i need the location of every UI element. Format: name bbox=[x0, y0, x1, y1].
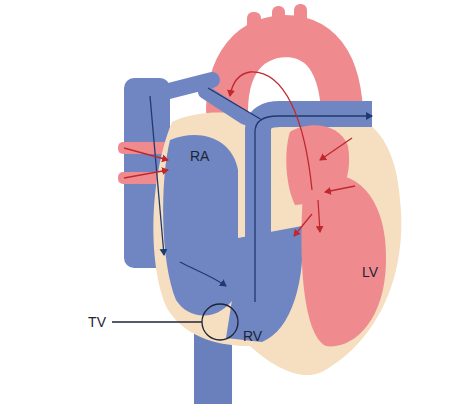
right-atrium bbox=[163, 135, 238, 316]
part-label: RV bbox=[243, 329, 262, 343]
flow-arrow bbox=[180, 262, 226, 286]
part-label: TV bbox=[88, 315, 106, 329]
flow-arrow bbox=[150, 96, 164, 255]
heart-wall bbox=[153, 112, 401, 375]
flow-arrow bbox=[230, 72, 312, 190]
part-label: LV bbox=[362, 265, 378, 279]
valve-highlight bbox=[202, 304, 238, 340]
part-label: RA bbox=[190, 149, 209, 163]
flow-arrow bbox=[124, 148, 168, 160]
flow-arrow bbox=[325, 186, 355, 192]
flow-arrow bbox=[255, 116, 372, 302]
flow-arrow bbox=[320, 138, 352, 160]
pulmonary-artery-branch bbox=[205, 92, 245, 118]
flow-arrow bbox=[294, 214, 312, 236]
flow-arrow bbox=[318, 200, 320, 232]
flow-arrow bbox=[208, 88, 262, 120]
left-ventricle bbox=[302, 174, 387, 346]
flow-arrow bbox=[124, 170, 168, 178]
leader-line bbox=[112, 321, 202, 322]
